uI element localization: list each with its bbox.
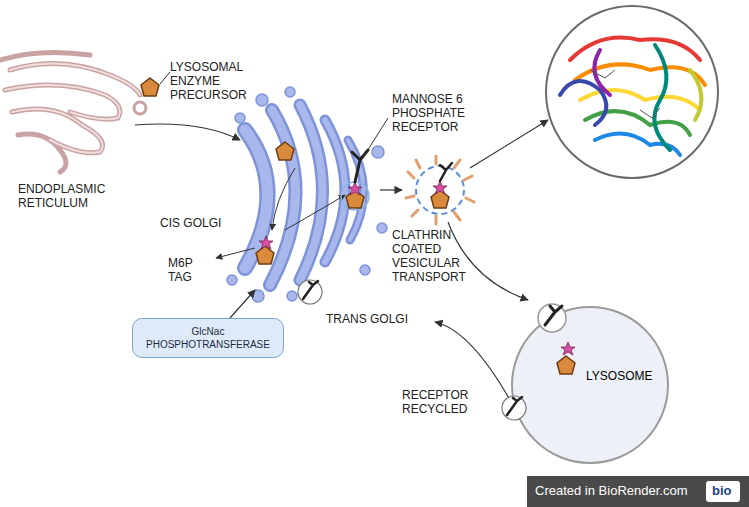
enzyme-pentagon bbox=[141, 78, 159, 96]
watermark-text: Created in BioRender.com bbox=[535, 484, 687, 498]
label-text: RECEPTOR RECYCLED bbox=[402, 388, 482, 416]
golgi-stack bbox=[245, 105, 364, 285]
label-text: TRANS GOLGI bbox=[326, 312, 408, 326]
enzyme-box: GlcNac PHOSPHOTRANSFERASE bbox=[132, 318, 284, 358]
label-text: LYSOSOMAL ENZYME PRECURSOR bbox=[170, 60, 260, 102]
label-text: CIS GOLGI bbox=[160, 216, 221, 230]
node-text: LYSOSOME bbox=[586, 369, 652, 383]
label-text: MANNOSE 6 PHOSPHATE RECEPTOR bbox=[392, 92, 474, 134]
er-shape bbox=[0, 52, 140, 172]
label-text: M6P TAG bbox=[168, 256, 208, 284]
watermark-bar bbox=[527, 476, 749, 507]
label-text: CLATHRIN COATED VESICULAR TRANSPORT bbox=[392, 228, 474, 284]
watermark-logo: bio bbox=[712, 484, 732, 498]
clathrin-vesicle bbox=[406, 156, 474, 224]
lysosome-shape bbox=[512, 304, 668, 463]
lysosome-node: LYSOSOME bbox=[512, 307, 668, 463]
protein-structure bbox=[546, 6, 718, 178]
label-text: ENDOPLASMIC RETICULUM bbox=[18, 182, 128, 210]
node-text: GlcNac PHOSPHOTRANSFERASE bbox=[143, 325, 273, 351]
